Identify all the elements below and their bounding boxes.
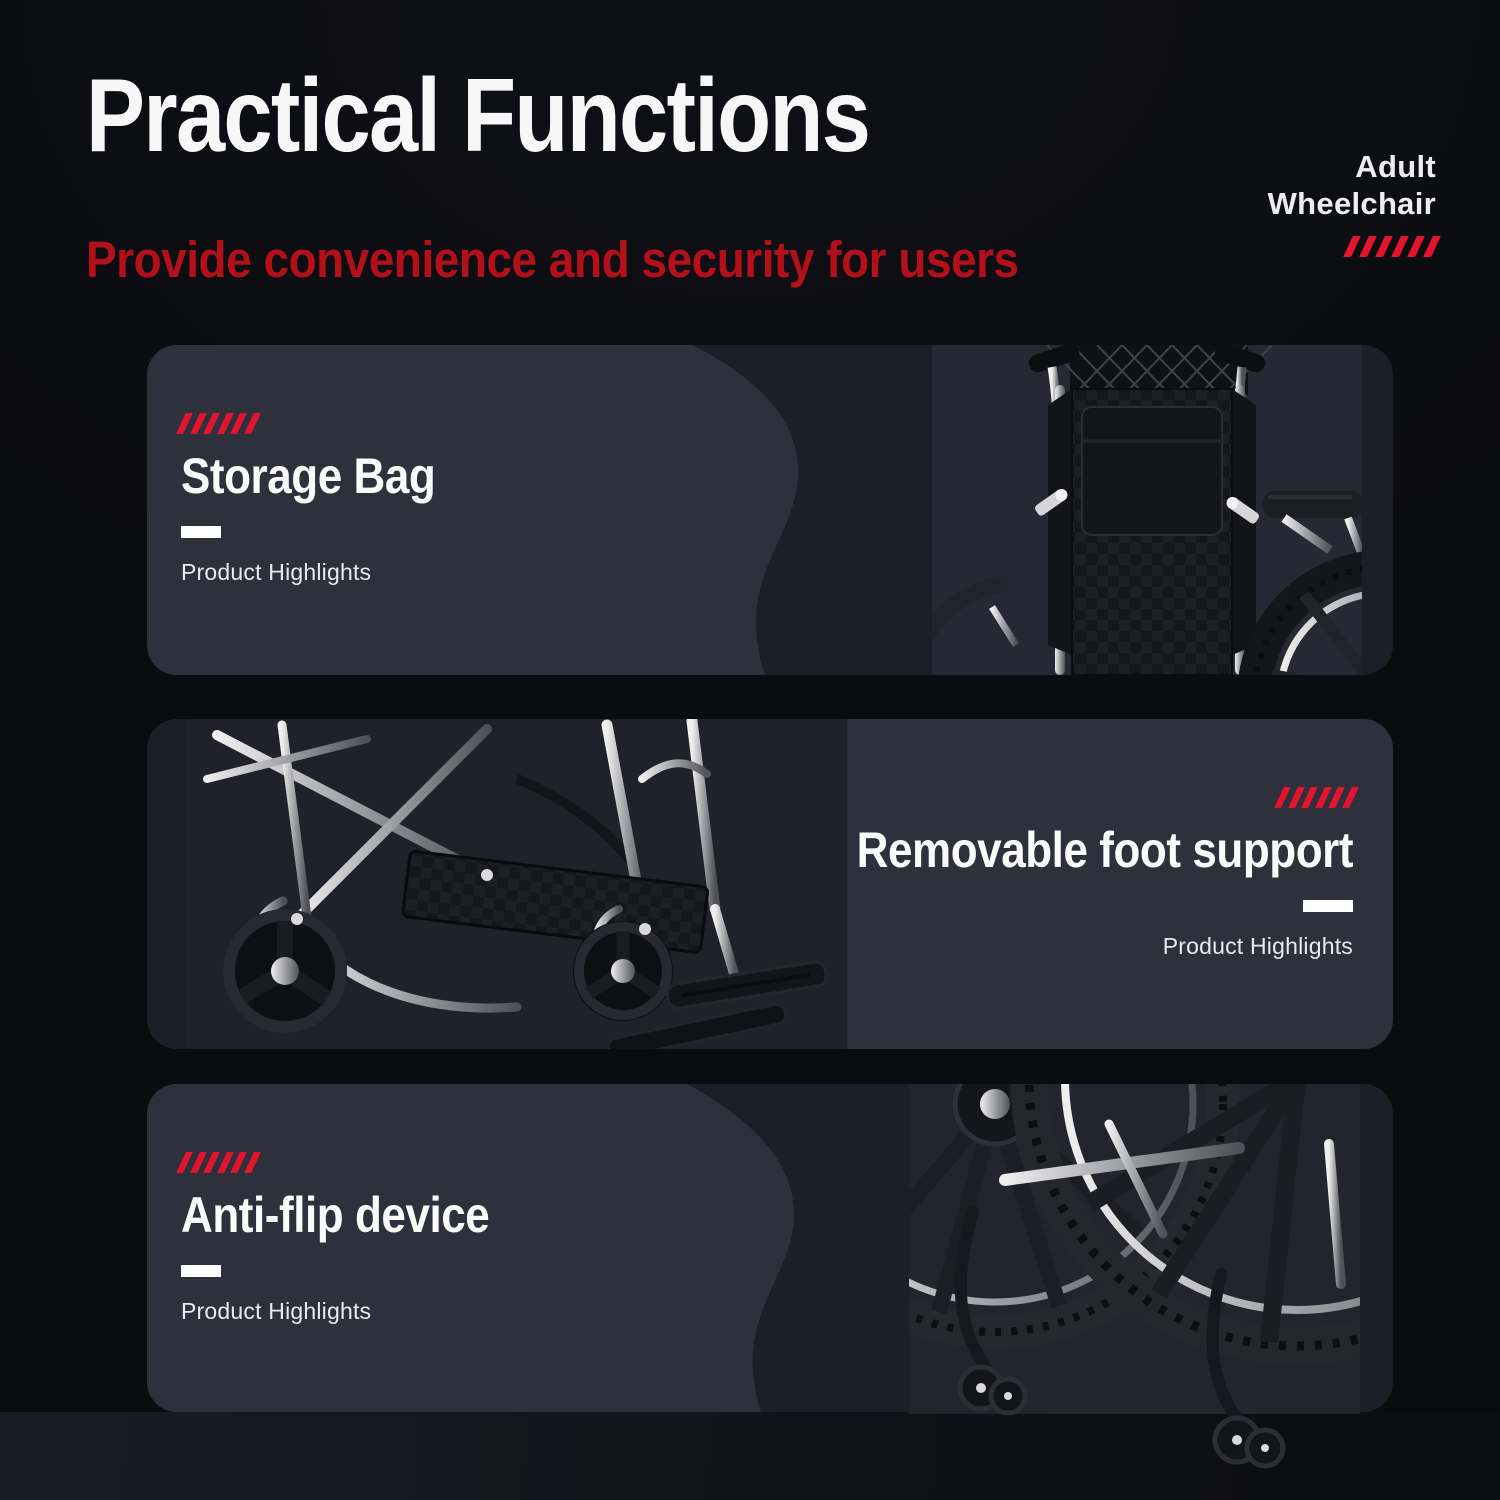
underline-bar [181, 526, 221, 538]
card-swoosh-shape [147, 1084, 794, 1412]
slash-stroke [1301, 787, 1318, 808]
foot-support-photo [187, 719, 847, 1049]
feature-card-storage-bag: Storage Bag Product Highlights [147, 345, 1393, 675]
storage-bag-photo [932, 345, 1362, 675]
slash-stroke [1359, 236, 1377, 257]
red-slashes-icon [176, 413, 260, 434]
slash-stroke [230, 413, 247, 434]
brand-line-1: Adult [1355, 149, 1436, 184]
red-slashes-icon [1274, 787, 1358, 808]
slash-stroke [243, 413, 260, 434]
slash-stroke [1391, 236, 1409, 257]
feature-card-removable-foot-support: Removable foot support Product Highlight… [147, 719, 1393, 1049]
card-caption: Product Highlights [181, 1298, 372, 1324]
slash-stroke [203, 413, 220, 434]
slash-stroke [230, 1152, 247, 1173]
slash-stroke [1407, 236, 1425, 257]
slash-stroke [1274, 787, 1291, 808]
page-subtitle: Provide convenience and security for use… [86, 231, 1019, 288]
card-title: Removable foot support [856, 822, 1354, 878]
slash-stroke [243, 1152, 260, 1173]
slash-stroke [1423, 236, 1441, 257]
brand-line-2: Wheelchair [1267, 186, 1436, 221]
anti-tip-wheels-photo [909, 1084, 1360, 1469]
red-slashes-icon [176, 1152, 260, 1173]
slash-stroke [1343, 236, 1361, 257]
underline-bar [181, 1265, 221, 1277]
slash-stroke [203, 1152, 220, 1173]
card-swoosh-shape [788, 719, 1393, 1049]
brand-label: Adult Wheelchair [1267, 148, 1441, 257]
card-title: Storage Bag [181, 448, 436, 504]
page-title: Practical Functions [86, 58, 871, 174]
underline-bar [1303, 900, 1353, 912]
slash-stroke [1375, 236, 1393, 257]
red-slashes-icon [1268, 236, 1441, 257]
card-caption: Product Highlights [1162, 933, 1353, 959]
card-caption: Product Highlights [181, 559, 372, 585]
slash-stroke [1328, 787, 1345, 808]
card-title: Anti-flip device [181, 1187, 490, 1243]
card-swoosh-shape [147, 345, 799, 675]
